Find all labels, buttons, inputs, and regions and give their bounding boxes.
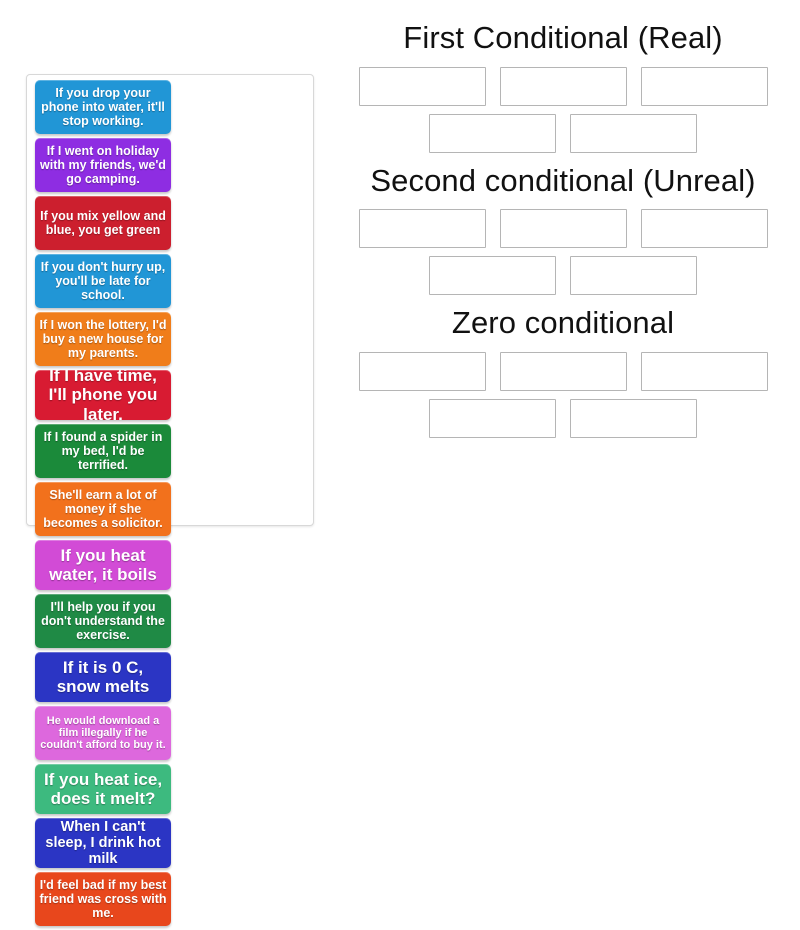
answer-tile[interactable]: If it is 0 C, snow melts xyxy=(35,652,171,702)
conditional-group: Zero conditional xyxy=(340,307,786,438)
tile-grid: If you drop your phone into water, it'll… xyxy=(32,80,308,930)
answer-tile[interactable]: I'll help you if you don't understand th… xyxy=(35,594,171,648)
group-title: Zero conditional xyxy=(451,305,675,341)
slot-row xyxy=(340,113,786,153)
answer-tile[interactable]: If I have time, I'll phone you later. xyxy=(35,370,171,420)
answer-tile[interactable]: If I won the lottery, I'd buy a new hous… xyxy=(35,312,171,366)
answer-tile[interactable]: If you mix yellow and blue, you get gree… xyxy=(35,196,171,250)
drop-slot[interactable] xyxy=(358,66,486,106)
drop-slot[interactable] xyxy=(429,398,556,438)
slot-row xyxy=(340,256,786,296)
drop-slot[interactable] xyxy=(499,351,627,391)
answer-tile[interactable]: If you heat water, it boils xyxy=(35,540,171,590)
conditional-group: Second conditional (Unreal) xyxy=(340,162,786,296)
answer-tile[interactable]: If you drop your phone into water, it'll… xyxy=(35,80,171,134)
answer-tile[interactable]: She'll earn a lot of money if she become… xyxy=(35,482,171,536)
answer-tile[interactable]: If you don't hurry up, you'll be late fo… xyxy=(35,254,171,308)
drop-slot[interactable] xyxy=(358,351,486,391)
drop-slot[interactable] xyxy=(640,351,768,391)
drop-slot[interactable] xyxy=(570,113,697,153)
group-title: First Conditional (Real) xyxy=(403,20,723,55)
answer-tile[interactable]: If you heat ice, does it melt? xyxy=(35,764,171,814)
answer-tile[interactable]: When I can't sleep, I drink hot milk xyxy=(35,818,171,868)
drop-slot[interactable] xyxy=(429,256,556,296)
drop-slot[interactable] xyxy=(640,66,768,106)
group-title: Second conditional (Unreal) xyxy=(370,162,756,198)
slot-row xyxy=(340,398,786,438)
drop-slot[interactable] xyxy=(429,113,556,153)
drop-slot[interactable] xyxy=(499,66,627,106)
drop-slot[interactable] xyxy=(570,256,697,296)
conditional-group: First Conditional (Real) xyxy=(340,20,786,153)
drop-slot[interactable] xyxy=(640,209,768,249)
group-sort-answer-area: First Conditional (Real) Second condition… xyxy=(340,20,786,582)
answer-tiles-tray[interactable]: If you drop your phone into water, it'll… xyxy=(26,74,314,926)
slot-row xyxy=(340,351,786,391)
slot-row xyxy=(340,66,786,106)
drop-slot[interactable] xyxy=(499,209,627,249)
answer-tile[interactable]: I'd feel bad if my best friend was cross… xyxy=(35,872,171,926)
slot-row xyxy=(340,209,786,249)
answer-tile[interactable]: He would download a film illegally if he… xyxy=(35,706,171,760)
drop-slot[interactable] xyxy=(570,398,697,438)
answer-tile[interactable]: If I found a spider in my bed, I'd be te… xyxy=(35,424,171,478)
answer-tile[interactable]: If I went on holiday with my friends, we… xyxy=(35,138,171,192)
drop-slot[interactable] xyxy=(358,209,486,249)
